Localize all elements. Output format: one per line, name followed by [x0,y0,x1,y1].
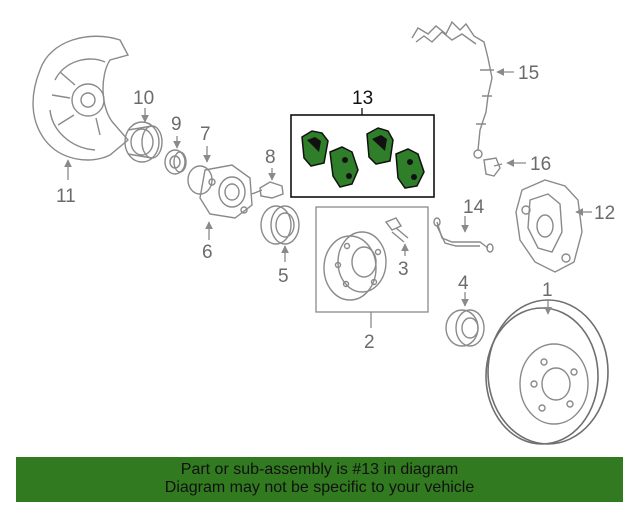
inner-bearing-part[interactable] [445,309,485,347]
wheel-bearing-part[interactable] [260,205,300,245]
callout-3: 3 [398,259,409,280]
callout-1: 1 [542,280,553,301]
parts-diagram: 11 10 9 7 6 8 5 13 [32,20,615,445]
hub-assembly-part[interactable] [323,231,387,301]
dust-shield-part[interactable] [32,35,130,161]
brake-rotor-part[interactable] [485,299,609,445]
abs-sensor-wire-part[interactable] [411,20,494,159]
seal-part[interactable] [164,149,187,175]
callout-9: 9 [171,114,182,135]
brake-pad-set-box[interactable] [290,114,435,198]
hub-bolt-part[interactable] [384,217,409,243]
callout-2: 2 [364,332,375,353]
callout-14: 14 [463,197,485,218]
callout-8: 8 [265,147,276,168]
banner-line-1: Part or sub-assembly is #13 in diagram [180,461,459,478]
callout-10: 10 [133,88,154,109]
hub-part[interactable] [187,164,253,219]
callout-11: 11 [56,186,76,207]
callout-7: 7 [200,124,211,145]
hub-assembly-box [315,206,429,313]
callout-12: 12 [594,203,615,224]
callout-5: 5 [278,266,289,287]
caliper-part[interactable] [515,179,583,273]
callout-16: 16 [530,154,551,175]
banner-line-2: Diagram may not be specific to your vehi… [164,479,475,496]
bearing-part[interactable] [124,121,163,163]
callout-13: 13 [352,88,373,109]
brake-pad-set-part[interactable] [301,127,425,189]
bolt-part[interactable] [251,181,284,199]
abs-sensor-part[interactable] [483,157,503,177]
info-banner: Part or sub-assembly is #13 in diagram D… [16,457,623,502]
callout-15: 15 [518,63,539,84]
callout-6: 6 [202,242,213,263]
callout-4: 4 [458,273,469,294]
brake-hose-part[interactable] [433,217,494,253]
